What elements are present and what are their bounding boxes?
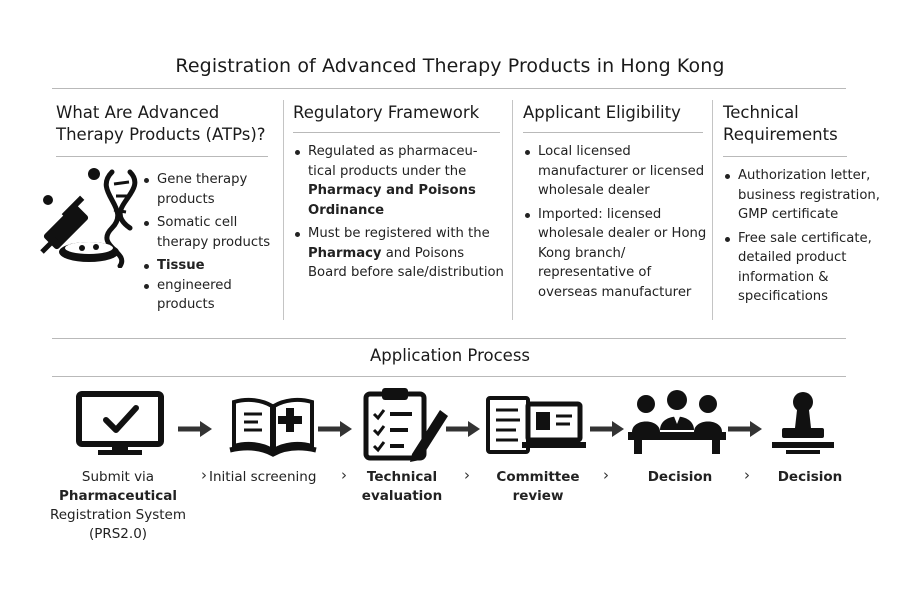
stamp-icon <box>772 392 834 454</box>
step-committee-review-label: Committee review <box>496 469 580 504</box>
framework-list: Regulated as pharmaceu-tical products un… <box>294 142 504 287</box>
arrow-right-icon <box>318 421 352 437</box>
list-item: Free sale certificate, detailed product … <box>724 229 882 307</box>
column-divider <box>523 132 703 133</box>
step-initial-screening-label: Initial screening <box>209 469 317 485</box>
chevron-right-icon: › <box>341 466 347 484</box>
section-divider <box>52 338 846 339</box>
section-divider <box>52 376 846 377</box>
step-technical-evaluation-label: Technical evaluation <box>361 469 443 504</box>
chevron-right-icon: › <box>603 466 609 484</box>
list-item: Somatic cell therapy products <box>143 213 278 252</box>
application-process-heading: Application Process <box>369 346 531 365</box>
chevron-right-icon: › <box>464 466 470 484</box>
arrow-right-icon <box>178 421 212 437</box>
page-title: Registration of Advanced Therapy Product… <box>175 55 725 77</box>
column-separator <box>512 100 513 320</box>
column-divider <box>723 156 847 157</box>
arrow-right-icon <box>590 421 624 437</box>
column-divider <box>56 156 268 157</box>
arrow-right-icon <box>446 421 480 437</box>
heading-what-are-atps: What Are Advanced Therapy Products (ATPs… <box>56 103 266 144</box>
column-separator <box>712 100 713 320</box>
monitor-checkmark-icon <box>76 391 164 455</box>
syringe-dna-petri-icon <box>40 168 138 268</box>
list-item-continuation: engineered products <box>143 276 278 315</box>
list-item: Tissue <box>143 256 278 276</box>
list-item: Imported: licensed wholesale dealer or H… <box>524 205 709 303</box>
column-separator <box>283 100 284 320</box>
eligibility-list: Local licensed manufacturer or licensed … <box>524 142 709 306</box>
committee-people-icon <box>628 390 726 454</box>
list-item: Regulated as pharmaceu-tical products un… <box>294 142 504 220</box>
list-item: Must be registered with the Pharmacy and… <box>294 224 504 283</box>
heading-applicant-eligibility: Applicant Eligibility <box>523 103 681 122</box>
heading-regulatory-framework: Regulatory Framework <box>293 103 480 122</box>
title-divider <box>52 88 846 89</box>
list-item: Local licensed manufacturer or licensed … <box>524 142 709 201</box>
step-submit-label: Submit via Pharmaceutical Registration S… <box>49 469 187 542</box>
heading-technical-requirements: Technical Requirements <box>723 103 838 144</box>
clipboard-checklist-pen-icon <box>363 388 448 462</box>
book-medical-cross-icon <box>229 397 317 457</box>
chevron-right-icon: › <box>201 466 207 484</box>
chevron-right-icon: › <box>744 466 750 484</box>
column-divider <box>293 132 500 133</box>
documents-laptop-icon <box>486 396 586 454</box>
arrow-right-icon <box>728 421 762 437</box>
step-decision-label: Decision <box>647 469 713 485</box>
technical-list: Authorization letter, business registrat… <box>724 166 882 311</box>
list-item: Gene therapy products <box>143 170 278 209</box>
atp-types-list: Gene therapy products Somatic cell thera… <box>143 170 278 319</box>
list-item: Authorization letter, business registrat… <box>724 166 882 225</box>
step-final-decision-label: Decision <box>777 469 843 485</box>
